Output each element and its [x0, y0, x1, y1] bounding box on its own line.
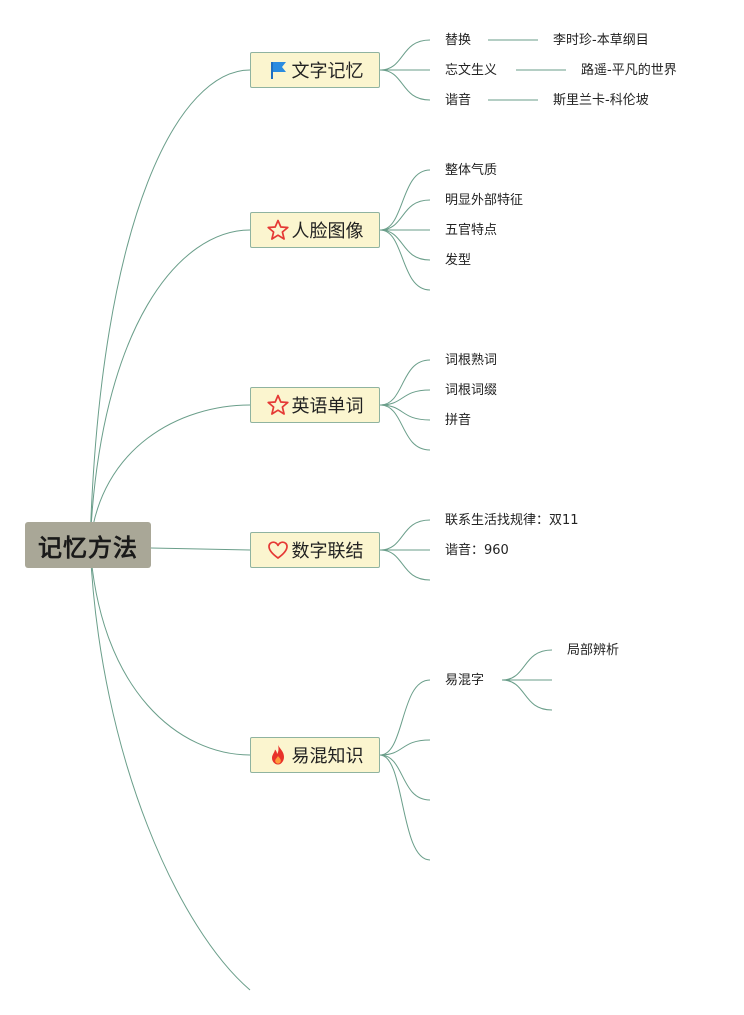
- branch-link: [379, 169, 431, 231]
- branch-link: [379, 69, 431, 101]
- leaf-root-word[interactable]: 词根熟词: [445, 353, 498, 368]
- star-icon: [266, 394, 289, 416]
- branch-link: [501, 679, 553, 711]
- branch-link: [379, 359, 431, 406]
- leaf-replace[interactable]: 替换: [445, 33, 472, 48]
- branch-label: 英语单词: [291, 396, 364, 417]
- leaf-hairstyle[interactable]: 发型: [445, 253, 472, 268]
- branch-english-words[interactable]: 英语单词: [250, 387, 380, 423]
- root-link: [89, 544, 251, 756]
- branch-link: [379, 754, 431, 861]
- root-label: 记忆方法: [38, 533, 138, 562]
- leaf-affix[interactable]: 词根词缀: [445, 383, 498, 398]
- leaf-features[interactable]: 明显外部特征: [445, 193, 524, 208]
- branch-link: [379, 229, 431, 291]
- leaf-literal-example[interactable]: 路遥-平凡的世界: [581, 63, 677, 78]
- leaf-literal[interactable]: 忘文生义: [445, 63, 498, 78]
- flame-icon: [267, 744, 289, 766]
- branch-face-image[interactable]: 人脸图像: [250, 212, 380, 248]
- leaf-life-pattern[interactable]: 联系生活找规律：双11: [445, 513, 579, 528]
- branch-label: 文字记忆: [291, 61, 364, 82]
- root-link: [89, 69, 251, 546]
- branch-link: [379, 679, 431, 756]
- leaf-pinyin[interactable]: 拼音: [445, 413, 472, 428]
- leaf-facial[interactable]: 五官特点: [445, 223, 498, 238]
- root-link: [150, 547, 251, 551]
- branch-link: [379, 199, 431, 231]
- branch-link: [379, 739, 431, 756]
- branch-confusing-knowledge[interactable]: 易混知识: [250, 737, 380, 773]
- branch-link: [379, 404, 431, 451]
- heart-icon: [267, 539, 289, 561]
- leaf-partial-analysis[interactable]: 局部辨析: [567, 643, 620, 658]
- root-link: [89, 404, 251, 546]
- branch-link: [379, 389, 431, 406]
- branch-label: 数字联结: [291, 541, 364, 562]
- star-icon: [266, 219, 289, 241]
- leaf-replace-example[interactable]: 李时珍-本草纲目: [553, 33, 649, 48]
- flag-icon: [267, 59, 289, 81]
- leaf-temperament[interactable]: 整体气质: [445, 163, 498, 178]
- branch-link: [379, 229, 431, 261]
- branch-link: [379, 519, 431, 551]
- branch-link: [379, 39, 431, 71]
- branch-label: 人脸图像: [291, 221, 364, 242]
- branch-number-link[interactable]: 数字联结: [250, 532, 380, 568]
- branch-text-memory[interactable]: 文字记忆: [250, 52, 380, 88]
- root-link: [89, 544, 251, 991]
- branch-label: 易混知识: [291, 746, 364, 767]
- branch-link: [379, 754, 431, 801]
- leaf-number-homophone[interactable]: 谐音：960: [445, 543, 509, 558]
- branch-link: [379, 404, 431, 421]
- leaf-homophone-example[interactable]: 斯里兰卡-科伦坡: [553, 93, 649, 108]
- branch-link: [501, 649, 553, 681]
- root-node[interactable]: 记忆方法: [25, 522, 151, 568]
- branch-link: [379, 549, 431, 581]
- root-link: [89, 229, 251, 546]
- leaf-confusing-chars[interactable]: 易混字: [445, 673, 485, 688]
- leaf-homophone[interactable]: 谐音: [445, 93, 472, 108]
